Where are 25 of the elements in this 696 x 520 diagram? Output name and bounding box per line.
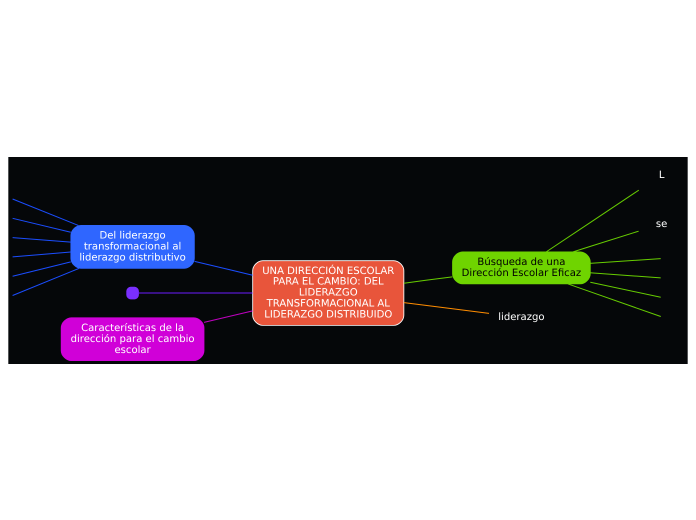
node-text: liderazgo	[498, 311, 545, 322]
connector	[590, 258, 661, 264]
connector	[572, 230, 639, 252]
connector	[12, 217, 71, 232]
connector	[12, 251, 71, 257]
node-box: UNA DIRECCIÓN ESCOLAR PARA EL CAMBIO: DEL LIDERAZGO TRANSFORMACIONAL AL LIDERAZGO DISTRIBUIDO	[252, 260, 404, 326]
connector	[204, 310, 253, 322]
connector	[590, 281, 661, 298]
connector	[404, 302, 490, 314]
node-text: L	[658, 170, 664, 181]
connector	[138, 292, 253, 294]
connector	[12, 236, 71, 242]
connector	[404, 276, 452, 284]
connector	[546, 189, 640, 252]
connector	[12, 267, 80, 296]
connector	[568, 282, 661, 317]
node-box: Características de la dirección para el cambio escolar	[60, 316, 204, 361]
connector	[590, 272, 661, 278]
connector	[12, 198, 79, 226]
node-box	[126, 286, 139, 299]
node-text: se	[656, 218, 668, 230]
node-box: Búsqueda de una Dirección Escolar Eficaz	[452, 250, 591, 284]
connector	[194, 260, 253, 276]
node-box: Del liderazgo transformacional al liderazgo distributivo	[70, 224, 195, 268]
connector	[12, 260, 71, 276]
